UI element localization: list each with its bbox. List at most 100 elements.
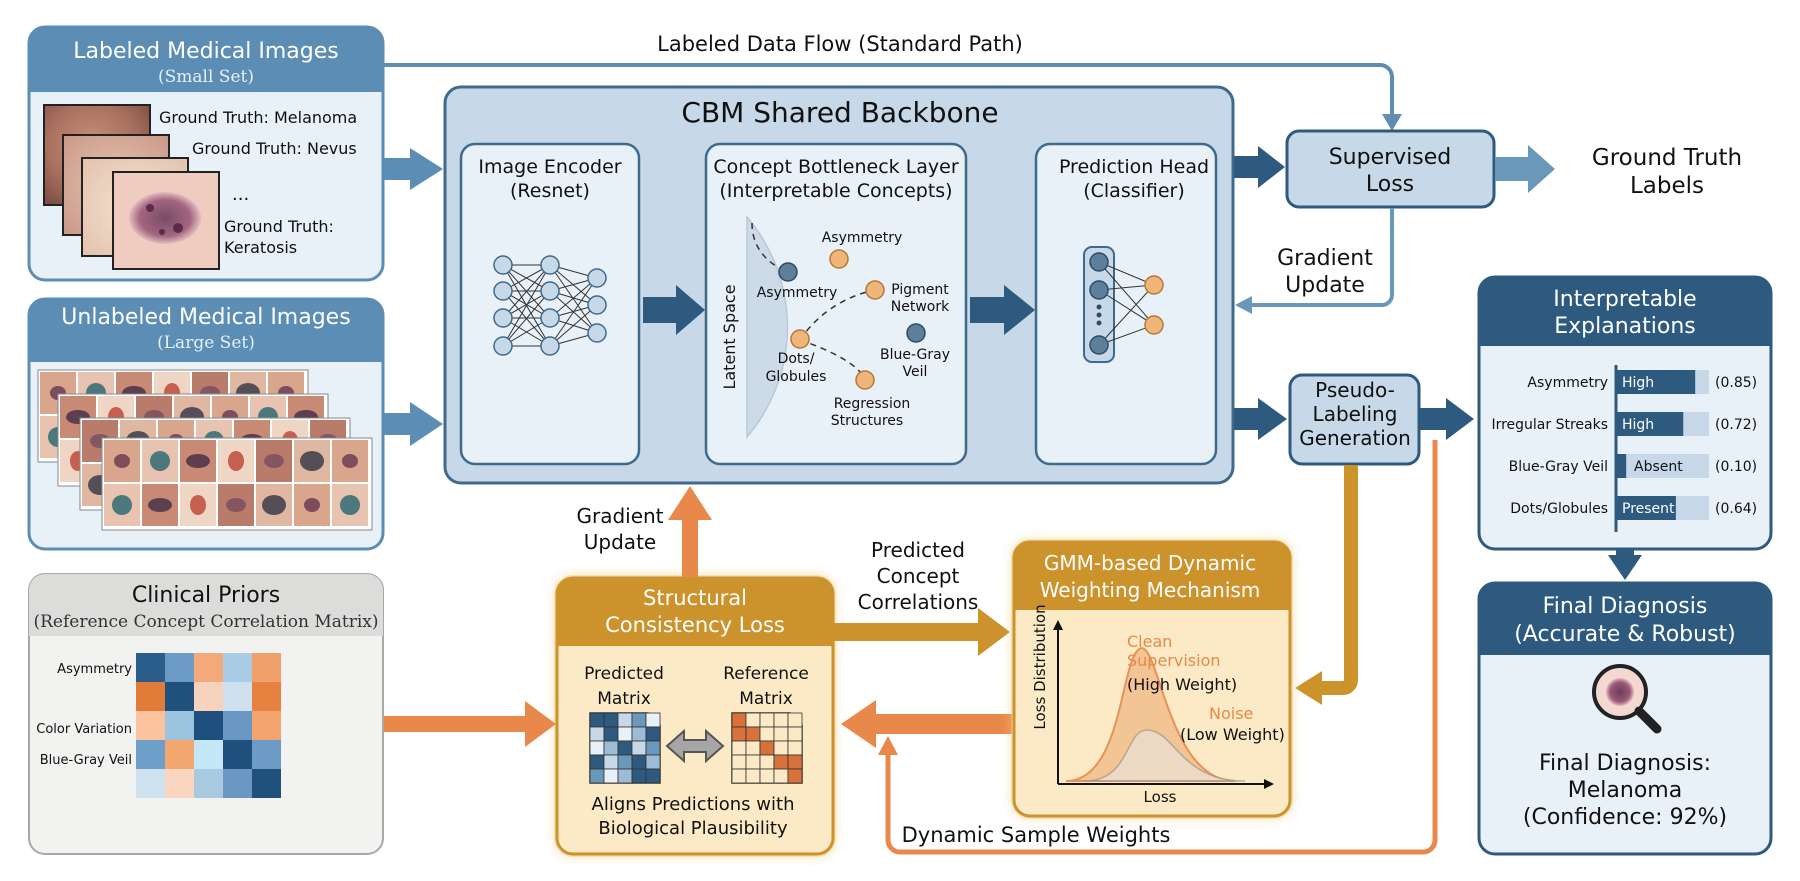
prior-matrix-cell <box>223 711 252 740</box>
structural-loss-panel: Structural Consistency Loss Predicted Ma… <box>554 575 836 857</box>
explanation-score: (0.10) <box>1715 459 1757 475</box>
prior-matrix-cell <box>136 740 165 769</box>
concept-node-asymmetry-orange <box>829 249 849 269</box>
structural-loss-title-2: Consistency Loss <box>605 613 785 637</box>
prior-matrix-cell <box>252 769 281 798</box>
matrix-icon-cell <box>745 712 761 728</box>
gradient-update-bottom-line1: Gradient <box>576 504 663 528</box>
arrow-structural-to-backbone <box>668 486 712 577</box>
supervised-loss-line2: Loss <box>1366 172 1414 197</box>
concept-label-regression-2: Structures <box>831 413 903 429</box>
prior-matrix-cell <box>252 653 281 682</box>
labeled-data-flow-label: Labeled Data Flow (Standard Path) <box>657 32 1023 56</box>
matrix-icon-cell <box>745 740 761 756</box>
matrix-icon-cell <box>631 754 647 770</box>
matrix-icon-cell <box>745 754 761 770</box>
matrix-icon-cell <box>645 740 661 756</box>
prior-matrix-cell <box>136 682 165 711</box>
prior-matrix-cell <box>136 653 165 682</box>
matrix-icon-cell <box>731 712 747 728</box>
matrix-icon-cell <box>731 740 747 756</box>
explanation-level: Absent <box>1634 459 1683 475</box>
neural-network-icon <box>493 255 607 356</box>
reference-matrix-label-1: Reference <box>723 664 809 684</box>
matrix-icon-cell <box>787 712 803 728</box>
gmm-x-axis-label: Loss <box>1144 788 1177 806</box>
prior-matrix-cell <box>194 769 223 798</box>
clinical-priors-panel: Clinical Priors (Reference Concept Corre… <box>28 573 384 855</box>
unlabeled-image-grid <box>37 369 373 531</box>
final-diagnosis-title-1: Final Diagnosis <box>1543 594 1708 619</box>
matrix-icon-cell <box>759 754 775 770</box>
arrow-priors-to-structural <box>384 701 556 747</box>
gmm-title-1: GMM-based Dynamic <box>1044 551 1256 575</box>
concept-label-dots-2: Globules <box>766 369 827 385</box>
backbone-title: CBM Shared Backbone <box>681 96 998 129</box>
clinical-priors-subtitle: (Reference Concept Correlation Matrix) <box>34 612 379 632</box>
noise-distribution-curve <box>1084 729 1246 782</box>
supervised-loss-line1: Supervised <box>1329 145 1452 170</box>
pseudo-labeling-line1: Pseudo- <box>1315 378 1395 402</box>
prior-matrix-cell <box>252 682 281 711</box>
gmm-noise-weight: (Low Weight) <box>1180 725 1285 744</box>
final-diagnosis-result-1: Final Diagnosis: <box>1539 751 1711 776</box>
clean-distribution-curve <box>1065 646 1236 782</box>
explanation-score: (0.72) <box>1715 417 1757 433</box>
gradient-update-return-line <box>1250 208 1394 307</box>
concept-node-regression <box>855 370 875 390</box>
prior-matrix-cell <box>252 740 281 769</box>
prior-row-label-color-variation: Color Variation <box>36 722 132 737</box>
structural-caption-2: Biological Plausibility <box>598 818 788 839</box>
prior-matrix-cell <box>223 653 252 682</box>
concept-label-bluegray-1: Blue-Gray <box>880 347 950 363</box>
arrow-unlabeled-to-backbone <box>384 402 443 446</box>
unlabeled-images-panel: Unlabeled Medical Images (Large Set) <box>27 297 385 551</box>
labeled-images-title: Labeled Medical Images <box>73 39 338 64</box>
matrix-icon-cell <box>589 712 605 728</box>
supervised-loss-box <box>1285 129 1496 209</box>
arrow-structural-to-gmm <box>834 608 1010 656</box>
matrix-icon-cell <box>631 712 647 728</box>
dynamic-weights-label: Dynamic Sample Weights <box>902 823 1171 847</box>
concept-bottleneck-title: Concept Bottleneck Layer <box>713 156 959 178</box>
encoder-node <box>493 308 513 328</box>
magnifier-icon <box>1592 664 1662 734</box>
labeled-data-flow-line <box>384 63 1394 116</box>
ground-truth-labels-line1: Ground Truth <box>1592 145 1742 171</box>
predicted-matrix-label-2: Matrix <box>597 689 651 709</box>
explanation-label: Dots/Globules <box>1510 501 1608 517</box>
prediction-head-title: Prediction Head <box>1059 156 1209 178</box>
matrix-icon-cell <box>773 726 789 742</box>
matrix-icon-cell <box>759 712 775 728</box>
pseudo-labeling-line3: Generation <box>1299 426 1411 450</box>
predicted-corr-line2: Concept <box>877 564 960 588</box>
image-encoder-box <box>459 142 641 466</box>
gmm-title-2: Weighting Mechanism <box>1040 578 1261 602</box>
matrix-icon-cell <box>617 726 633 742</box>
prior-matrix-cell <box>252 711 281 740</box>
arrow-gmm-to-structural <box>841 700 1012 748</box>
ellipsis-label: ... <box>232 184 249 205</box>
cbm-backbone-panel: CBM Shared Backbone Image Encoder (Resne… <box>443 85 1235 485</box>
encoder-node <box>587 295 607 315</box>
classifier-icon <box>1083 246 1164 363</box>
explanation-label: Irregular Streaks <box>1491 417 1608 433</box>
compare-arrow-icon <box>665 728 725 764</box>
latent-space-region <box>746 214 789 440</box>
clinical-priors-title: Clinical Priors <box>132 583 280 608</box>
gt-melanoma-label: Ground Truth: Melanoma <box>159 108 357 127</box>
matrix-icon-cell <box>589 768 605 784</box>
concept-node-asymmetry-blue <box>778 262 798 282</box>
matrix-icon-cell <box>645 754 661 770</box>
gmm-clean-weight: (High Weight) <box>1127 675 1237 694</box>
ground-truth-labels-line2: Labels <box>1630 173 1704 199</box>
gmm-noise-line1: Noise <box>1209 704 1253 723</box>
explanations-title-1: Interpretable <box>1553 287 1696 312</box>
labeled-images-panel: Labeled Medical Images (Small Set) Groun… <box>27 25 385 282</box>
prior-matrix-cell <box>165 769 194 798</box>
arrow-loss-to-ground-truth <box>1495 145 1555 193</box>
structural-caption-1: Aligns Predictions with <box>592 794 795 815</box>
